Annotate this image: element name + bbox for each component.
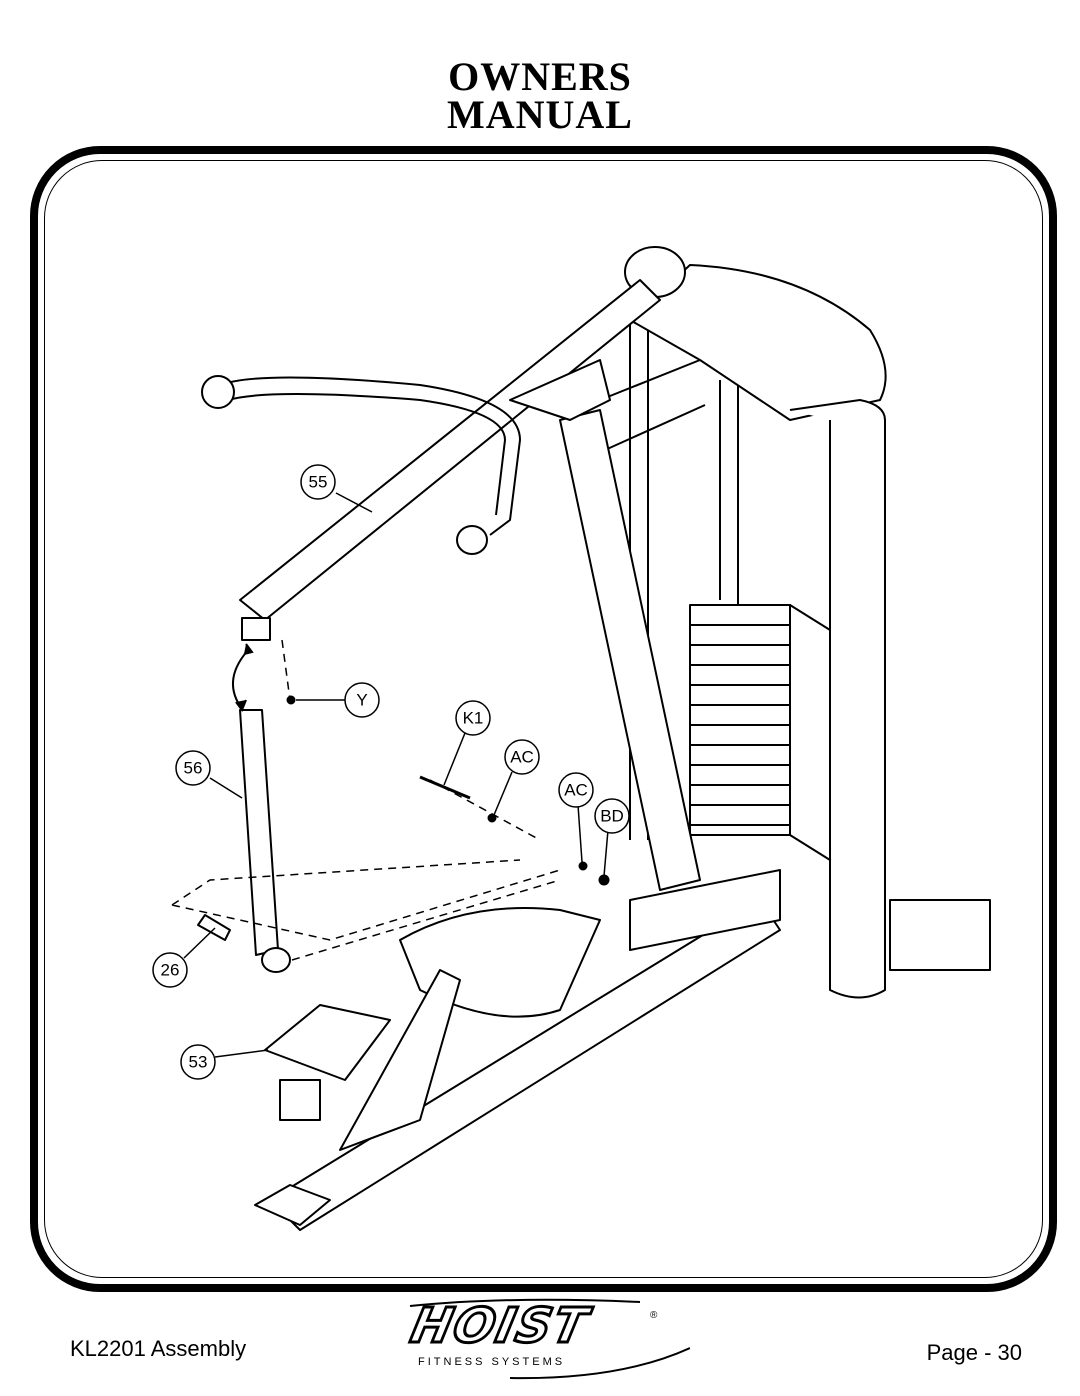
part-56-end-roller <box>261 947 291 973</box>
dashed-path-26 <box>171 859 561 961</box>
nut-BD <box>598 874 610 886</box>
base-frame-cross <box>629 869 781 951</box>
logo-subtitle: FITNESS SYSTEMS <box>418 1356 566 1368</box>
weight-plates <box>689 604 831 861</box>
part-53-seat-plate <box>264 1004 391 1081</box>
callout-53-circle <box>180 1044 216 1080</box>
seat-post <box>279 1079 321 1121</box>
leader-BD <box>603 829 609 877</box>
assembly-label: KL2201 Assembly <box>70 1336 247 1361</box>
title-line-1: OWNERS <box>448 54 632 99</box>
part-55-arm <box>239 279 661 621</box>
upper-brace <box>599 359 706 451</box>
callout-26: 26 <box>161 961 180 980</box>
diagram-frame <box>30 146 1057 1292</box>
logo-wordmark: HOIST <box>405 1297 596 1356</box>
page-title: OWNERS MANUAL <box>0 54 1080 137</box>
washer-AC-2 <box>578 861 588 871</box>
right-upright-column <box>789 399 886 999</box>
callout-AC-1-circle <box>504 739 540 775</box>
callout-AC-2-circle <box>558 772 594 808</box>
upright-bracket <box>509 359 611 421</box>
callout-AC-1: AC <box>510 748 534 767</box>
callout-Y-circle <box>344 682 380 718</box>
callout-55: 55 <box>309 473 328 492</box>
callout-BD-circle <box>594 798 630 834</box>
leader-K1 <box>443 732 466 786</box>
leader-55 <box>335 492 373 513</box>
leader-56 <box>209 777 243 799</box>
page-number: Page - 30 <box>926 1340 1022 1365</box>
leader-53 <box>214 1049 269 1058</box>
callout-K1: K1 <box>463 709 484 728</box>
leader-AC-2 <box>577 804 583 863</box>
hoist-logo: HOIST ® FITNESS SYSTEMS <box>390 1296 690 1386</box>
callout-56: 56 <box>184 759 203 778</box>
leader-AC-1 <box>493 771 513 816</box>
front-frame <box>339 969 461 1151</box>
bolt-K1 <box>419 775 471 800</box>
dashed-path-Y <box>281 639 291 701</box>
weight-stack-top-plate <box>629 264 887 421</box>
callout-26-circle <box>152 952 188 988</box>
title-line-2: MANUAL <box>447 92 633 137</box>
callout-55-circle <box>300 464 336 500</box>
leader-26 <box>183 927 216 959</box>
callout-Y: Y <box>356 691 367 710</box>
bolt-Y <box>286 695 296 705</box>
part-26-roller <box>197 914 231 941</box>
callout-BD: BD <box>600 807 624 826</box>
washer-AC-1 <box>487 813 497 823</box>
callout-K1-circle <box>455 700 491 736</box>
rear-foot <box>889 899 991 971</box>
callout-53: 53 <box>189 1053 208 1072</box>
callout-56-circle <box>175 750 211 786</box>
front-foot-plate <box>254 1184 331 1226</box>
lat-handle <box>219 376 521 536</box>
diagram-frame-inner <box>44 160 1043 1278</box>
logo-swoosh <box>409 1298 690 1380</box>
main-upright <box>559 409 701 891</box>
assembly-arrow <box>232 647 251 707</box>
callout-AC-2: AC <box>564 781 588 800</box>
logo-registered-mark: ® <box>650 1310 658 1321</box>
part-55-end-sleeve <box>241 617 271 641</box>
part-56-tube <box>239 709 279 956</box>
